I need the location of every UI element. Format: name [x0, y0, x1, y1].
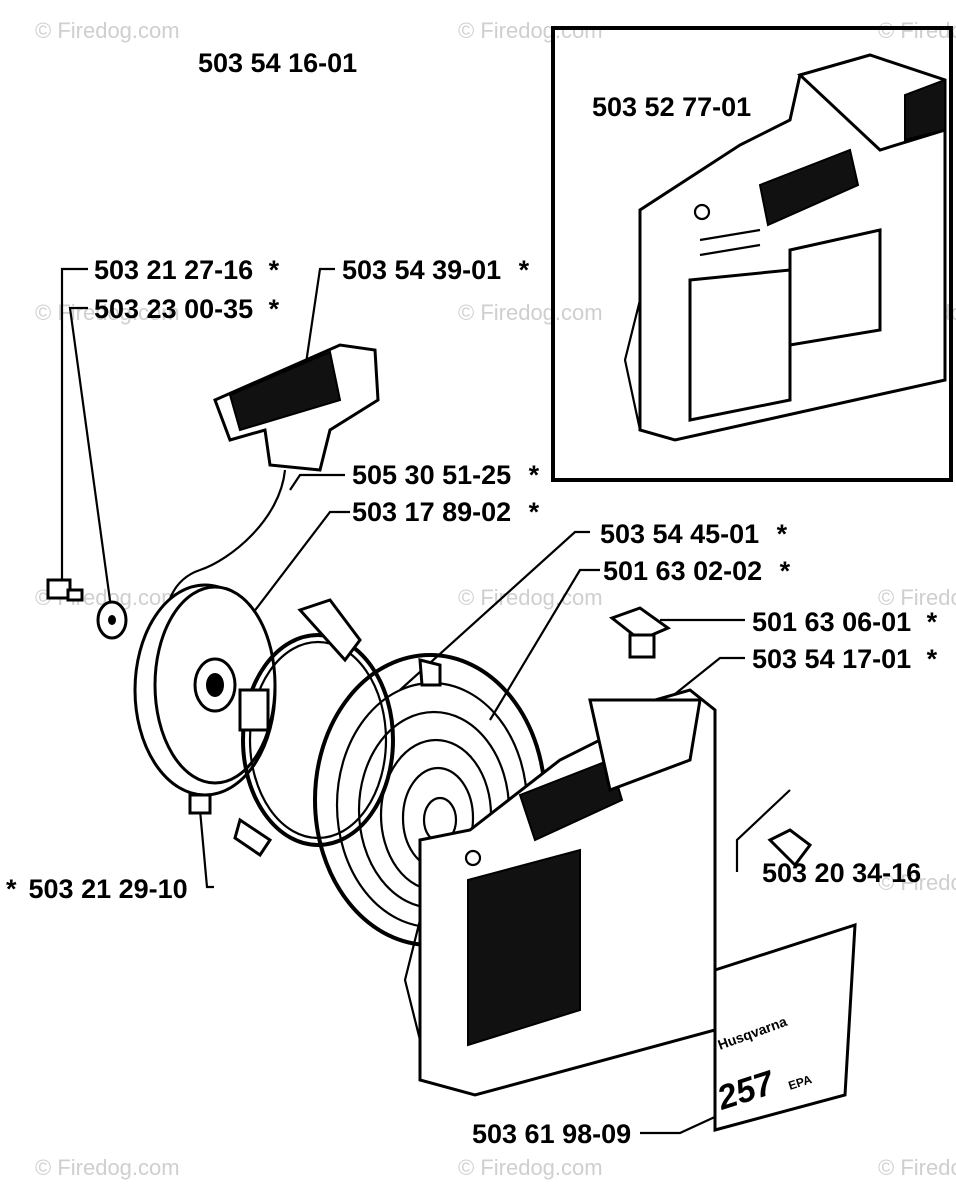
inset-cover-illustration: [623, 53, 947, 442]
callout-decal[interactable]: 503 61 98-09: [472, 1119, 631, 1149]
rope-guide: [608, 606, 672, 659]
callout-labels: 503 21 27-16 * 503 23 00-35 * 503 54 39-…: [6, 255, 938, 1149]
callout-housing[interactable]: 503 54 17-01 *: [752, 644, 938, 674]
starter-handle: [163, 343, 380, 626]
watermark: © Firedog.com: [458, 1155, 603, 1180]
watermark: © Firedog.com: [878, 870, 956, 895]
watermark: © Firedog.com: [878, 18, 956, 43]
watermark: © Firedog.com: [458, 18, 603, 43]
watermark: © Firedog.com: [35, 18, 180, 43]
watermark-layer: © Firedog.com © Firedog.com © Firedog.co…: [35, 18, 956, 1180]
callout-pulley[interactable]: 503 17 89-02 *: [352, 497, 540, 527]
watermark: © Firedog.com: [878, 1155, 956, 1180]
callout-spring[interactable]: 503 54 45-01 *: [600, 519, 788, 549]
callout-spring-hold[interactable]: 501 63 02-02 *: [603, 556, 791, 586]
watermark: © Firedog.com: [458, 585, 603, 610]
callout-guide[interactable]: 501 63 06-01 *: [752, 607, 938, 637]
model-decal: Husqvarna 257 EPA: [712, 922, 857, 1132]
watermark: © Firedog.com: [878, 585, 956, 610]
washer: [96, 600, 128, 640]
callout-screw-left[interactable]: *503 21 29-10: [6, 874, 188, 904]
screw-left: [188, 793, 212, 815]
inset-frame: [551, 26, 953, 482]
watermark: © Firedog.com: [35, 300, 180, 325]
callout-rope[interactable]: 505 30 51-25 *: [352, 460, 540, 490]
watermark: © Firedog.com: [35, 1155, 180, 1180]
callout-bolt-top[interactable]: 503 21 27-16 *: [94, 255, 280, 285]
spring-housing-ring: [233, 598, 395, 858]
inset-panel: 503 52 77-01: [551, 26, 953, 482]
assembly-part-number: 503 54 16-01: [198, 48, 357, 78]
watermark: © Firedog.com: [458, 300, 603, 325]
inset-part-number: 503 52 77-01: [592, 92, 751, 122]
bolt-top: [46, 578, 84, 602]
starter-housing: [403, 688, 813, 1097]
callout-screw-right[interactable]: 503 20 34-16: [762, 858, 921, 888]
callout-handle[interactable]: 503 54 39-01 *: [342, 255, 530, 285]
callout-washer[interactable]: 503 23 00-35 *: [94, 294, 280, 324]
